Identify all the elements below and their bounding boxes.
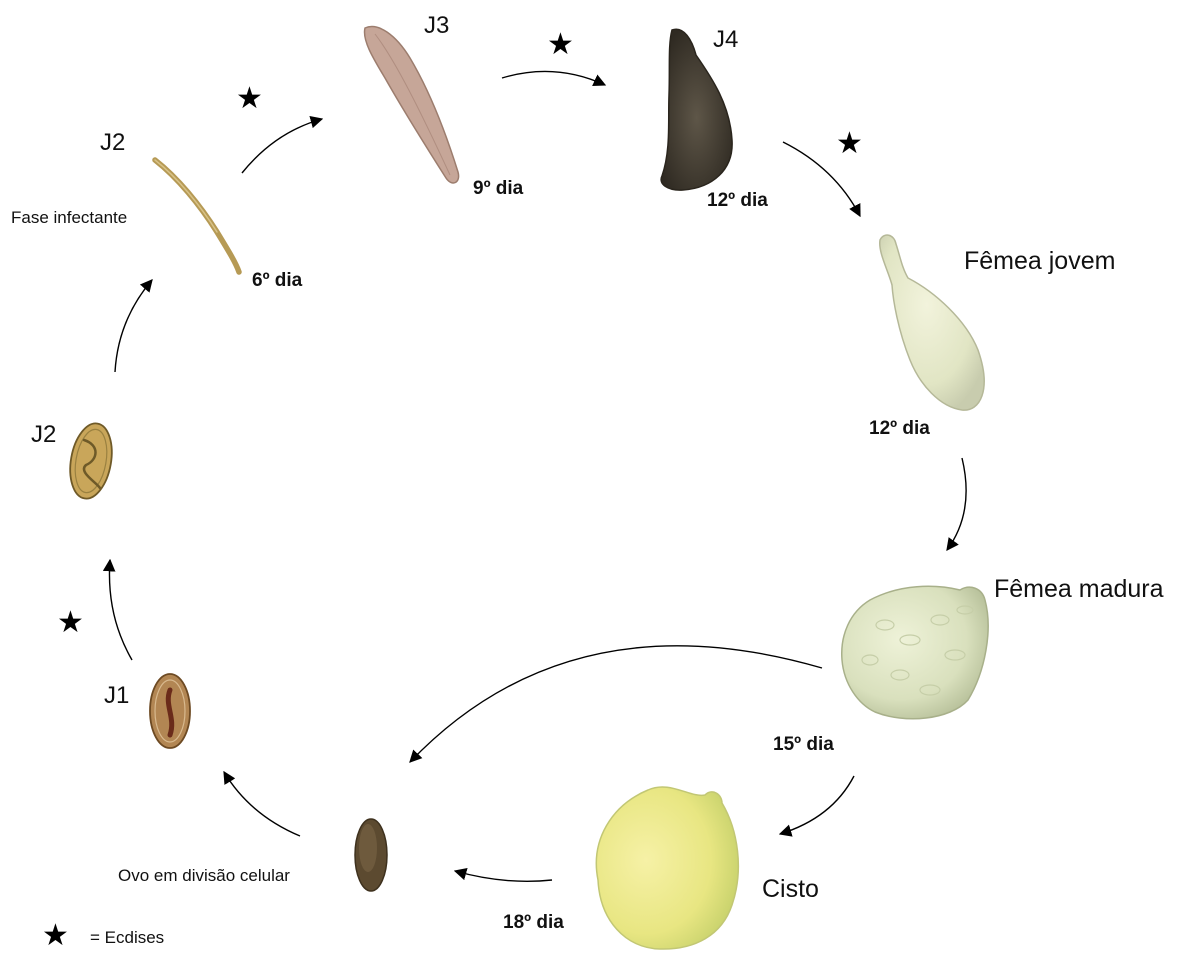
mature-female-day: 15º dia bbox=[773, 734, 834, 756]
cyst-label: Cisto bbox=[762, 875, 819, 904]
legend-star-icon: ★ bbox=[42, 921, 69, 951]
arrow-j3-to-j4 bbox=[502, 71, 605, 85]
ecdysis-star-icon: ★ bbox=[547, 30, 574, 60]
arrow-j2-to-j3 bbox=[242, 119, 322, 173]
j4-label: J4 bbox=[713, 26, 738, 54]
j4-day: 12º dia bbox=[707, 190, 768, 212]
arrow-mature-to-cyst bbox=[780, 776, 854, 834]
cyst-image bbox=[596, 787, 738, 949]
arrow-mature-to-egg bbox=[410, 646, 822, 762]
j3-label: J3 bbox=[424, 12, 449, 40]
arrow-j1-to-j2egg bbox=[109, 560, 132, 660]
j1-label: J1 bbox=[104, 682, 129, 710]
ecdysis-star-icon: ★ bbox=[57, 608, 84, 638]
j3-larva-image bbox=[365, 27, 459, 183]
young-female-label: Fêmea jovem bbox=[964, 247, 1115, 276]
arrow-cyst-to-egg bbox=[455, 871, 552, 881]
legend-text: = Ecdises bbox=[90, 928, 164, 948]
mature-female-label: Fêmea madura bbox=[994, 575, 1164, 604]
j2-active-note: Fase infectante bbox=[11, 208, 127, 228]
j2-egg-label: J2 bbox=[31, 421, 56, 449]
arrow-young-to-mature bbox=[947, 458, 966, 550]
j2-active-label: J2 bbox=[100, 129, 125, 157]
j2-larva-image bbox=[155, 160, 239, 272]
j2-active-day: 6º dia bbox=[252, 270, 302, 292]
ecdysis-star-icon: ★ bbox=[236, 84, 263, 114]
egg-label: Ovo em divisão celular bbox=[118, 866, 290, 886]
j3-day: 9º dia bbox=[473, 178, 523, 200]
young-female-day: 12º dia bbox=[869, 418, 930, 440]
arrow-j2egg-to-j2 bbox=[115, 280, 152, 372]
arrow-egg-to-j1 bbox=[224, 772, 300, 836]
cyst-day: 18º dia bbox=[503, 912, 564, 934]
ecdysis-star-icon: ★ bbox=[836, 129, 863, 159]
